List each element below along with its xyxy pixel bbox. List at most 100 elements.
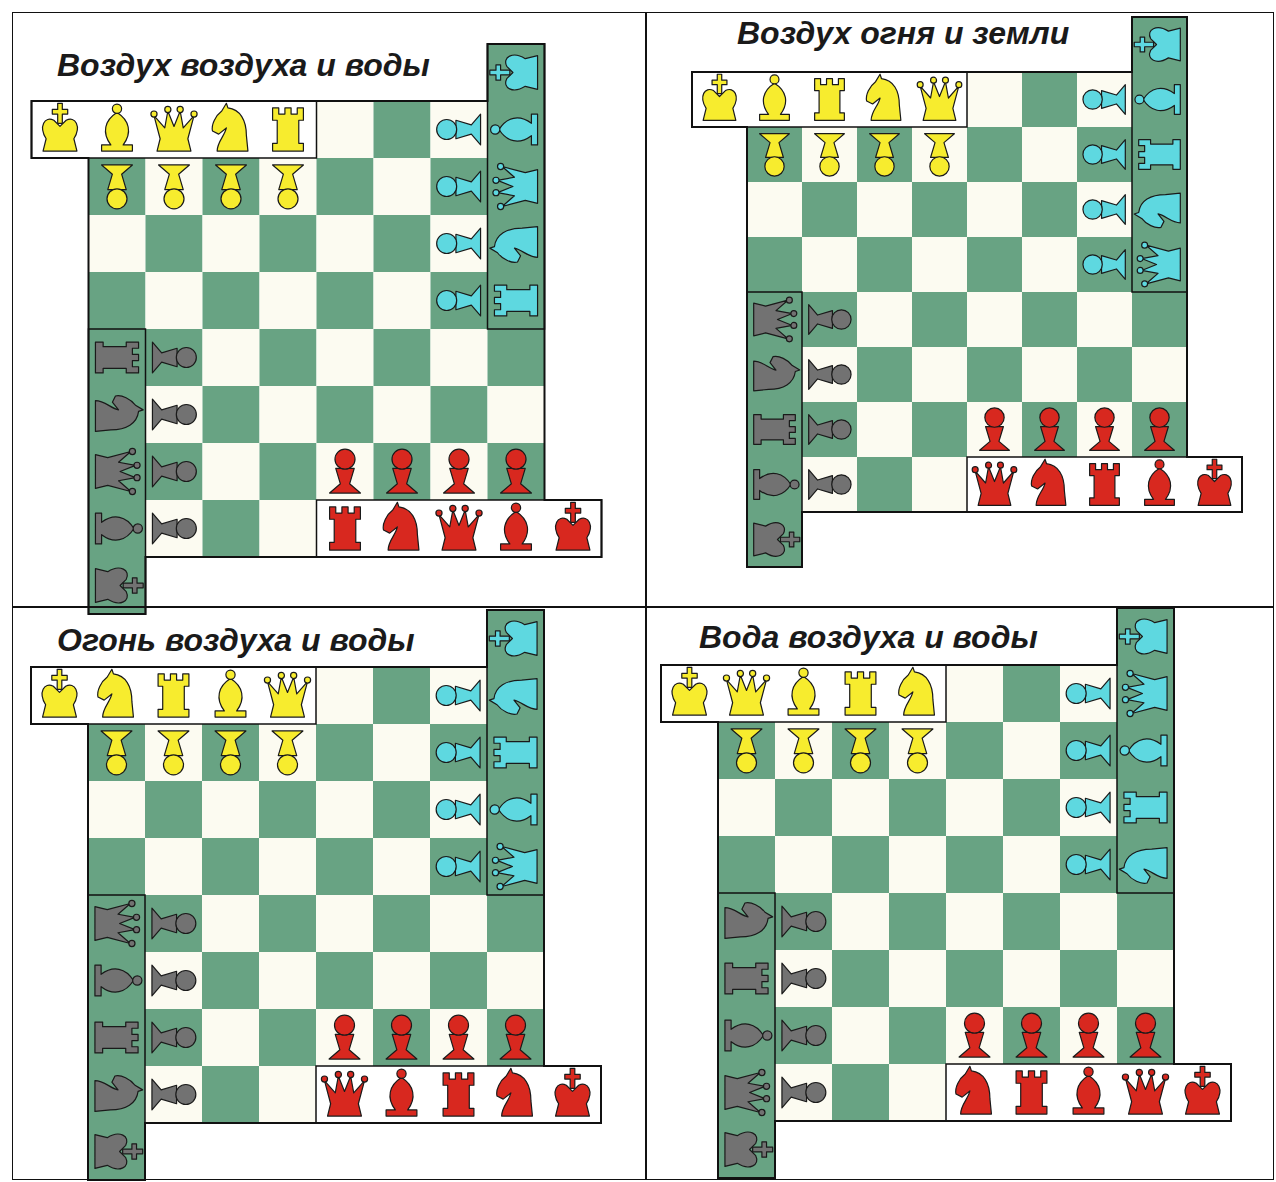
chess-piece [386,1069,417,1116]
board-square [488,386,545,443]
chess-piece [672,667,707,715]
piece-part [439,510,479,550]
board-square [747,127,802,182]
board-square [912,182,967,237]
piece-part [95,1134,127,1169]
piece-part [505,621,537,656]
chess-board [32,44,602,614]
chess-piece [152,342,196,373]
chess-piece [437,228,481,259]
piece-part [215,679,246,718]
board-square [260,500,317,557]
board-square [146,386,203,443]
board-square [718,722,775,779]
chess-piece [330,507,361,550]
board-outline [692,17,1242,567]
board-square [1132,402,1187,457]
piece-part [500,1034,531,1059]
home-strip [967,457,1242,512]
piece-part [490,65,510,80]
piece-part [490,805,499,814]
piece-part [499,114,538,145]
piece-part [1129,735,1168,766]
board-square [967,72,1022,127]
board-square [316,952,373,1009]
board-square [912,292,967,347]
piece-part [975,467,1014,506]
chess-board [661,608,1231,1178]
chess-piece [102,104,133,151]
chess-piece [215,731,246,775]
board-square [203,443,260,500]
piece-part [123,1144,143,1159]
piece-part [158,674,189,717]
board-square [89,272,146,329]
piece-part [712,74,727,93]
chess-piece [725,1020,772,1051]
chess-piece [725,1132,773,1167]
board-square [912,402,967,457]
piece-part [1119,629,1139,644]
chess-piece [159,165,190,209]
piece-part [832,475,851,494]
chess-piece [42,669,77,717]
board-square [1022,72,1077,127]
piece-part [456,114,481,145]
piece-part [489,631,509,646]
board-square [88,838,145,895]
piece-part [799,668,808,677]
chess-piece [917,77,962,120]
chess-piece [383,502,419,550]
board-square [1003,836,1060,893]
chess-piece [1066,678,1110,709]
board-square [775,722,832,779]
board-square [373,667,430,724]
board-square [431,329,488,386]
piece-part [1078,1013,1098,1033]
chess-piece [870,134,900,176]
piece-part [158,731,189,756]
piece-part [152,342,177,373]
chess-piece [866,74,900,120]
board-outline [31,610,601,1180]
chess-piece [754,297,797,342]
piece-part [1102,140,1126,170]
piece-part [443,1073,474,1116]
piece-part [133,976,142,985]
board-square [317,443,374,500]
board-square [260,215,317,272]
piece-part [152,965,177,996]
piece-part [134,462,140,468]
board-square [145,1066,202,1123]
piece-part [1122,1074,1128,1080]
board-square [775,836,832,893]
piece-part [436,742,456,762]
chess-piece [1016,1013,1047,1057]
board-square [832,1064,889,1121]
chess-piece [101,731,132,775]
piece-part [1073,1076,1104,1115]
board-square [1060,836,1117,893]
piece-part [1102,195,1126,225]
piece-part [555,1084,590,1116]
board-square [802,237,857,292]
piece-part [760,83,790,120]
piece-part [462,505,468,511]
piece-part [176,1027,196,1047]
board-square [259,1009,316,1066]
chess-piece [1066,849,1110,880]
piece-part [754,415,796,445]
piece-part [1095,408,1114,427]
chess-piece [95,1022,138,1053]
chess-piece [497,1068,533,1116]
board-square [431,215,488,272]
chess-piece [321,1071,367,1116]
board-square [946,722,1003,779]
piece-part [1066,683,1086,703]
board-square [259,1066,316,1123]
piece-part [329,1034,360,1059]
piece-part [780,532,799,547]
piece-part [725,1072,765,1112]
board-square [374,386,431,443]
